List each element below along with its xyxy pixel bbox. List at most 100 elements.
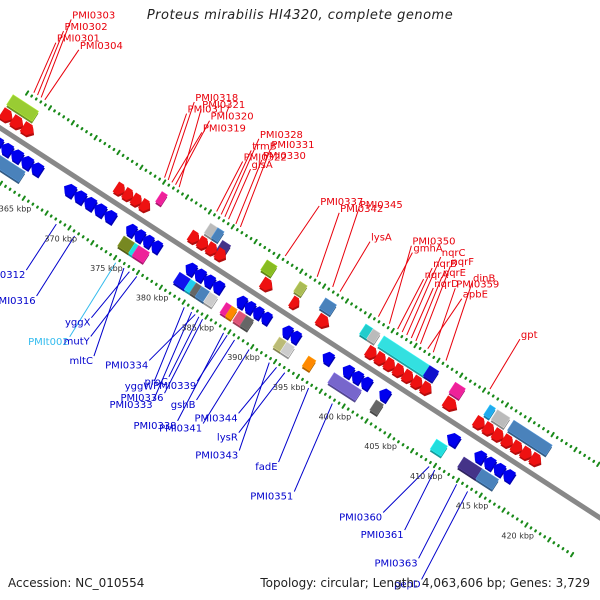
gene-label[interactable]: apbE xyxy=(463,290,488,301)
gene-label[interactable]: PMI0345 xyxy=(360,200,403,211)
ruler-minor-tick xyxy=(17,193,21,197)
gene-label[interactable]: dinB xyxy=(473,274,495,285)
gene-feature xyxy=(288,295,300,311)
gene-label[interactable]: PMIt002 xyxy=(28,337,69,348)
gene-label[interactable]: nqrE xyxy=(443,268,466,279)
gene-label[interactable]: PMI0334 xyxy=(105,360,148,371)
gene-label[interactable]: yggX xyxy=(65,318,91,329)
gene-label[interactable]: gpt xyxy=(521,330,538,341)
forward-gene-arrow xyxy=(418,380,432,395)
ruler-minor-tick xyxy=(424,457,428,462)
gene-label[interactable]: PMI0350 xyxy=(412,237,455,248)
ruler-minor-tick xyxy=(30,94,34,98)
gene-label[interactable]: PMI0322 xyxy=(244,152,287,163)
ruler-minor-tick xyxy=(351,410,355,414)
gene-label[interactable]: gmhA xyxy=(413,244,442,255)
gene-label[interactable]: PMI0336 xyxy=(120,393,163,404)
ruler-minor-tick xyxy=(195,309,199,313)
gene-label[interactable]: PMI0331 xyxy=(271,140,314,151)
gene-label[interactable]: lysR xyxy=(217,433,238,444)
gene-feature xyxy=(236,295,274,327)
ruler-major-tick xyxy=(230,224,235,230)
leader-line xyxy=(427,298,463,349)
gene-label[interactable]: PMI0302 xyxy=(65,22,108,33)
gene-label[interactable]: nqrA xyxy=(425,270,449,281)
gene-label[interactable]: nqrF xyxy=(451,257,474,268)
gene-label[interactable]: nqrB xyxy=(433,259,457,270)
gene-label[interactable]: PMI0342 xyxy=(340,204,383,215)
forward-gene-arrow xyxy=(382,356,395,371)
gene-label[interactable]: glsA xyxy=(252,160,273,171)
gene-label[interactable]: PMI0337 xyxy=(320,197,363,208)
ruler-minor-tick xyxy=(58,220,62,224)
ruler-minor-tick xyxy=(340,296,344,300)
ruler-minor-tick xyxy=(191,306,195,310)
gene-label[interactable]: fadE xyxy=(255,462,277,473)
ruler-minor-tick xyxy=(546,430,550,434)
gene-label[interactable]: pepD xyxy=(394,579,421,590)
gene-label[interactable]: PMI0360 xyxy=(339,513,382,524)
reverse-gene-arrow xyxy=(84,196,98,211)
gene-label[interactable]: PMI0312 xyxy=(0,270,25,281)
gene-label[interactable]: PMI0319 xyxy=(203,123,246,134)
ruler-major-tick xyxy=(432,462,438,469)
gene-label[interactable]: PMI0330 xyxy=(263,151,306,162)
ruler-minor-tick xyxy=(135,162,139,166)
gene-label[interactable]: PMI0320 xyxy=(211,112,254,123)
reverse-gene-arrow xyxy=(134,229,147,243)
gene-label[interactable]: PMI0317 xyxy=(188,105,231,116)
gene-label[interactable]: PMI0301 xyxy=(57,34,100,45)
gene-label[interactable]: nqrD xyxy=(434,279,459,290)
gene-label[interactable]: PMI0316 xyxy=(0,296,36,307)
gene-label[interactable]: PMI0343 xyxy=(195,451,238,462)
leader-line xyxy=(397,278,425,330)
gene-feature xyxy=(203,291,219,310)
gene-label[interactable]: PMI0363 xyxy=(375,558,418,569)
gene-label[interactable]: PMI0303 xyxy=(72,10,115,21)
ruler-minor-tick xyxy=(145,276,149,281)
ruler-minor-tick xyxy=(542,427,545,431)
gene-label[interactable]: mltC xyxy=(70,356,93,367)
gene-label[interactable]: trmB xyxy=(252,141,277,152)
gene-label[interactable]: PMI0321 xyxy=(202,100,245,111)
gene-label[interactable]: PMI0341 xyxy=(159,423,202,434)
gene-feature xyxy=(301,355,317,373)
gene-label[interactable]: proC xyxy=(145,377,168,388)
gene-label[interactable]: gshB xyxy=(171,400,196,411)
gene-label[interactable]: PMI0361 xyxy=(361,530,404,541)
gene-label[interactable]: lysA xyxy=(371,233,392,244)
ruler-minor-tick xyxy=(543,535,547,539)
reverse-gene-arrow xyxy=(126,223,138,238)
ruler-minor-tick xyxy=(26,199,30,203)
gene-label[interactable]: PMI0351 xyxy=(250,492,293,503)
gene-label[interactable]: PMI0328 xyxy=(260,130,303,141)
ruler-minor-tick xyxy=(372,317,376,321)
gene-label[interactable]: PMI0339 xyxy=(153,381,196,392)
ruler-major-tick xyxy=(158,284,163,290)
ruler-minor-tick xyxy=(578,450,582,455)
gene-label[interactable]: PMI0318 xyxy=(195,93,238,104)
ruler-minor-tick xyxy=(286,260,290,264)
ruler-minor-tick xyxy=(281,257,285,261)
gene-label[interactable]: PMI0304 xyxy=(80,41,123,52)
feature-box xyxy=(369,399,384,416)
leader-line xyxy=(25,223,57,271)
gene-label[interactable]: mutY xyxy=(64,336,91,347)
ruler-major-tick xyxy=(135,269,141,276)
ruler-major-tick xyxy=(207,209,212,215)
gene-feature xyxy=(186,229,226,263)
ruler-major-tick xyxy=(93,134,98,141)
gene-label[interactable]: yggW xyxy=(125,381,154,392)
gene-label[interactable]: PMI0333 xyxy=(110,400,153,411)
gene-label[interactable]: nqrC xyxy=(442,248,466,259)
reverse-gene-arrow xyxy=(282,325,294,339)
leader-line xyxy=(164,318,203,394)
ruler-major-tick xyxy=(596,461,600,467)
ruler-minor-tick xyxy=(8,187,12,191)
ruler-major-tick xyxy=(413,342,418,349)
gene-label[interactable]: PMI0359 xyxy=(456,279,499,290)
gene-label[interactable]: PMI0338 xyxy=(133,421,176,432)
ruler-minor-tick xyxy=(386,326,390,330)
gene-label[interactable]: PMI0344 xyxy=(195,413,238,424)
